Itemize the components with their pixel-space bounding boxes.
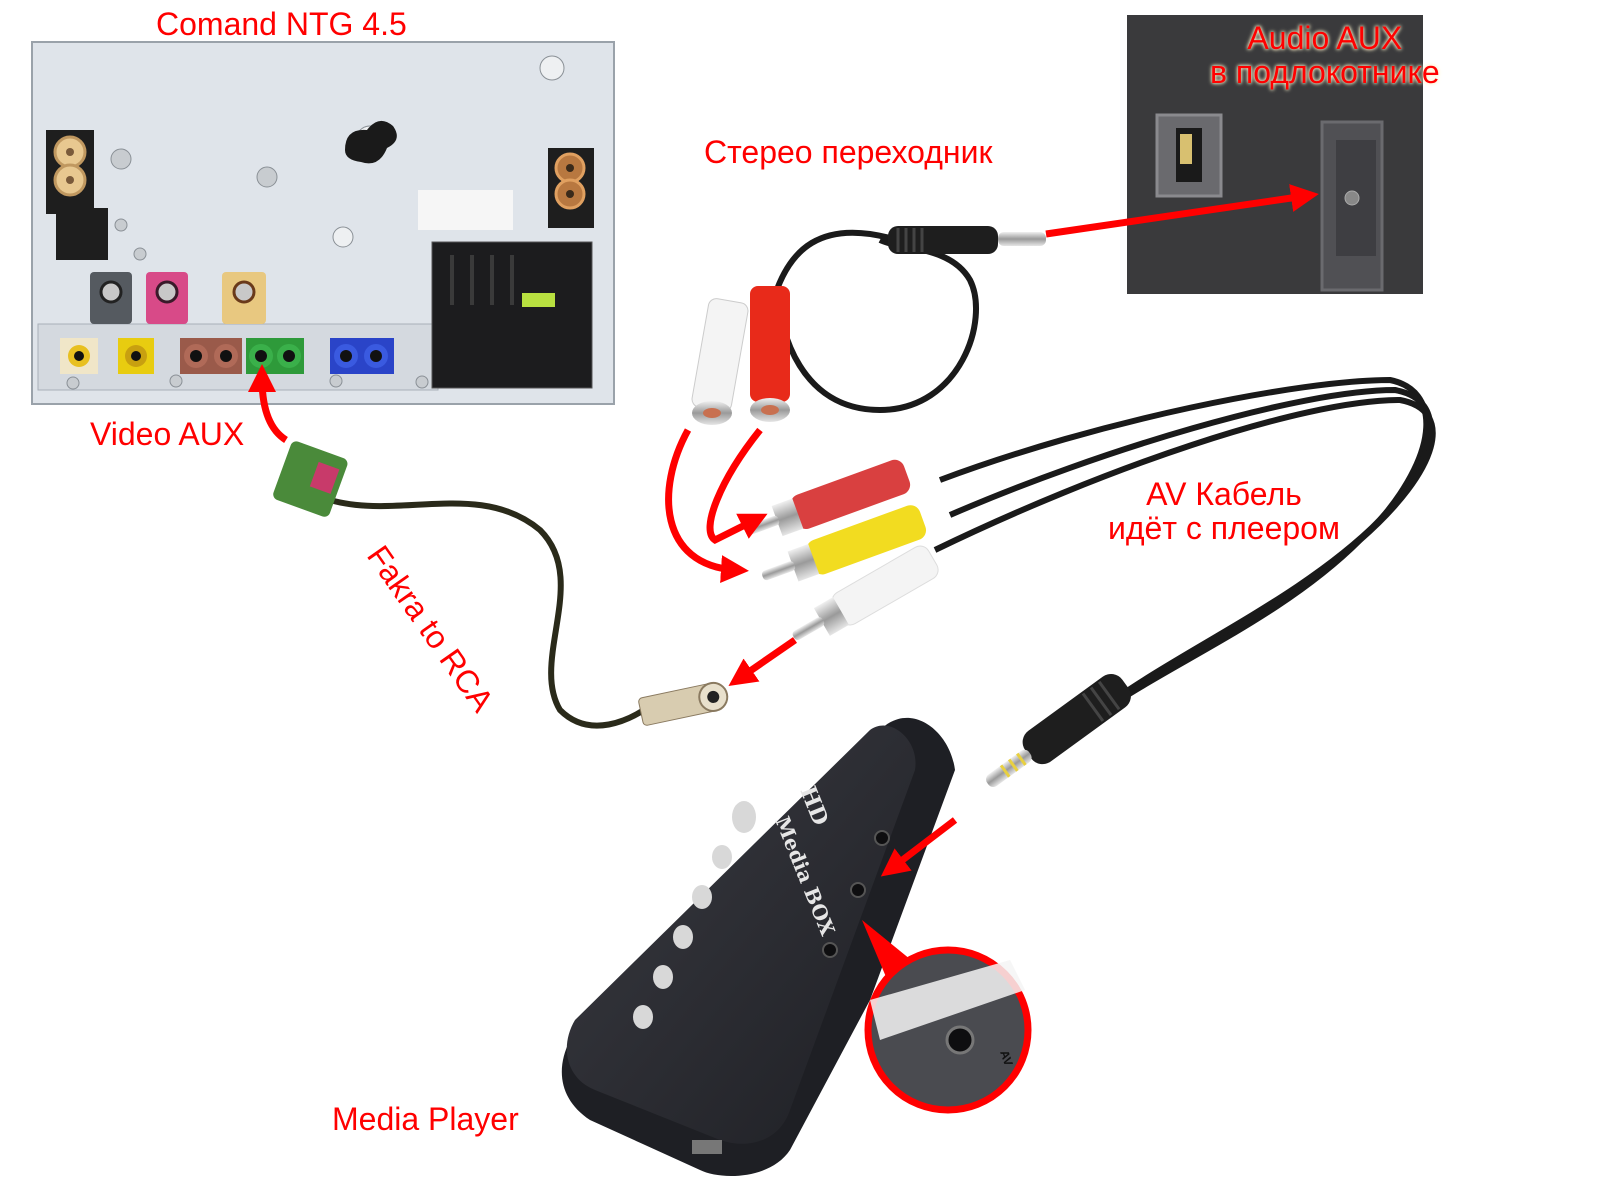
label-video-aux: Video AUX (90, 416, 245, 452)
label-av-cable: AV Кабель идёт с плеером (1108, 476, 1340, 546)
media-player-buttons (633, 801, 756, 1029)
player-power-button[interactable] (732, 801, 756, 833)
label-media-player: Media Player (332, 1101, 519, 1137)
player-button-5[interactable] (653, 965, 673, 989)
fakra-port-cream (60, 338, 98, 374)
player-button-4[interactable] (673, 925, 693, 949)
black-connector-block (56, 208, 108, 260)
label-audio-aux: Audio AUX в подлокотнике (1210, 20, 1440, 90)
player-button-6[interactable] (633, 1005, 653, 1029)
player-button-3[interactable] (692, 885, 712, 909)
label-audio-aux-line2: в подлокотнике (1210, 53, 1440, 90)
rca-female-jack-metal (638, 681, 729, 726)
harness-connector (431, 241, 593, 389)
fakra-port-pink (146, 272, 188, 324)
stereo-adapter-cable (691, 226, 1046, 425)
fakra-port-blue-double (330, 338, 394, 374)
head-unit-comand (31, 41, 615, 405)
fakra-port-tan (222, 272, 266, 324)
arrow-white-socket-to-yellow-plug (665, 428, 749, 584)
keyhole-icon (345, 120, 397, 164)
label-av-cable-line2: идёт с плеером (1108, 509, 1340, 546)
av-cable (746, 376, 1436, 787)
connection-arrows (248, 184, 1319, 877)
label-audio-aux-line1: Audio AUX (1247, 20, 1403, 56)
media-player: HD Media BOX (561, 717, 955, 1176)
arrow-to-video-aux (248, 364, 289, 443)
fakra-to-rca-adapter (273, 441, 729, 729)
rca-plug-yellow (762, 505, 927, 582)
fakra-port-brown-double-right (554, 152, 586, 210)
white-label-sticker (418, 190, 513, 230)
av-port-marking: AV (997, 1048, 1016, 1068)
screw-icons (66, 55, 565, 390)
mini-jack-plug-stereo (888, 226, 1046, 254)
usb-port-icon (1155, 113, 1223, 198)
fakra-port-brown-double (180, 338, 242, 374)
media-player-body-top (566, 725, 916, 1144)
player-side-jacks (822, 830, 890, 958)
player-button-2[interactable] (712, 845, 732, 869)
armrest-panel (1127, 15, 1423, 294)
magnifier-callout: AV (862, 920, 1032, 1114)
arrow-white-plug-to-rca-jack (728, 637, 797, 686)
fakra-port-tan-double-left (53, 135, 87, 197)
label-stereo-adapter: Стерео переходник (704, 134, 993, 170)
fakra-port-grey (90, 272, 132, 324)
fakra-port-green-double-video-aux (246, 338, 304, 374)
label-head-unit: Comand NTG 4.5 (156, 6, 407, 42)
arrow-red-socket-to-red-plug (706, 427, 768, 545)
fakra-port-yellow (118, 338, 154, 374)
rca-socket-red (750, 286, 790, 422)
rca-socket-white (691, 298, 749, 425)
label-av-cable-line1: AV Кабель (1146, 476, 1302, 512)
av-jack-magnified (945, 1025, 975, 1055)
player-usb-port (692, 1140, 722, 1154)
arrow-jack-to-player-av (880, 817, 958, 877)
arrow-to-audio-aux (1045, 184, 1319, 238)
mini-jack-plug-4pole (986, 673, 1131, 787)
fakra-plug-green (273, 441, 348, 517)
rca-plug-white (792, 545, 939, 640)
aux-jack-socket (1320, 120, 1384, 292)
